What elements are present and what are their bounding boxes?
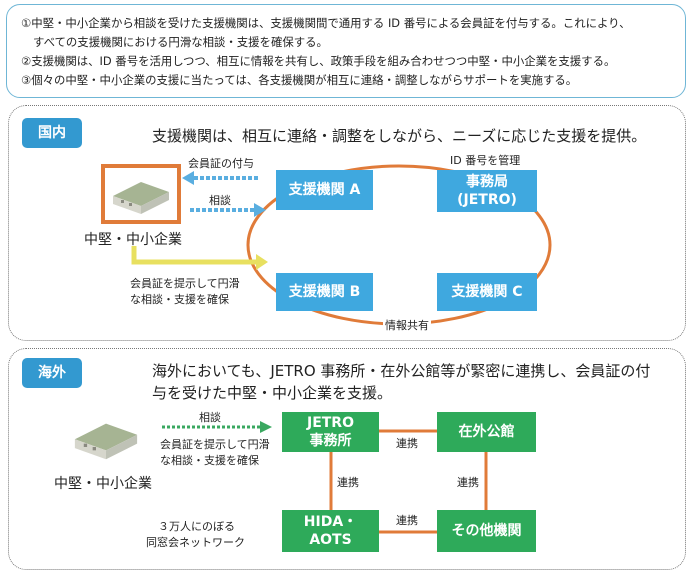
overseas-tab: 海外 bbox=[22, 358, 82, 388]
arrow-consult bbox=[190, 203, 266, 217]
label-consult: 相談 bbox=[209, 194, 231, 207]
box-hida-aots[interactable]: HIDA・ AOTS bbox=[282, 510, 379, 552]
box-support-b[interactable]: 支援機関 B bbox=[276, 273, 373, 311]
building-icon bbox=[74, 423, 138, 460]
intro-line-3: ③個々の中堅・中小企業の支援に当たっては、各支援機関が相互に連絡・調整しながらサ… bbox=[21, 73, 578, 87]
label-link-bottom: 連携 bbox=[396, 514, 418, 527]
box-embassy[interactable]: 在外公館 bbox=[437, 412, 536, 452]
arrow-overseas-consult bbox=[162, 421, 272, 433]
domestic-lead: 支援機関は、相互に連絡・調整をしながら、ニーズに応じた支援を提供。 bbox=[152, 127, 647, 145]
box-support-a[interactable]: 支援機関 A bbox=[276, 170, 373, 210]
domestic-tab: 国内 bbox=[22, 118, 82, 148]
overseas-section bbox=[8, 348, 686, 570]
label-overseas-consult: 相談 bbox=[199, 411, 221, 424]
intro-line-2: ②支援機関は、ID 番号を活用しつつ、相互に情報を共有し、政策手段を組み合わせつ… bbox=[21, 54, 616, 68]
domestic-section bbox=[8, 105, 686, 341]
overseas-show-card-note-1: 会員証を提示して円滑 bbox=[160, 438, 270, 451]
building-icon bbox=[113, 182, 169, 214]
overseas-show-card-note-2: な相談・支援を確保 bbox=[160, 454, 259, 467]
label-link-right: 連携 bbox=[457, 476, 479, 489]
intro-box: ①中堅・中小企業から相談を受けた支援機関は、支援機関間で通用する ID 番号によ… bbox=[6, 4, 686, 98]
network-note-1: ３万人にのぼる bbox=[158, 520, 235, 533]
intro-line-1: ①中堅・中小企業から相談を受けた支援機関は、支援機関間で通用する ID 番号によ… bbox=[21, 16, 631, 30]
box-secretariat[interactable]: 事務局 (JETRO) bbox=[437, 170, 537, 212]
overseas-lead-2: 与を受けた中堅・中小企業を支援。 bbox=[152, 384, 393, 402]
label-link-top: 連携 bbox=[396, 437, 418, 450]
show-card-note-2: な相談・支援を確保 bbox=[130, 293, 229, 306]
show-card-note-1: 会員証を提示して円滑 bbox=[130, 277, 240, 290]
overseas-company-label: 中堅・中小企業 bbox=[54, 476, 152, 492]
overseas-lead-1: 海外においても、JETRO 事務所・在外公館等が緊密に連携し、会員証の付 bbox=[152, 362, 651, 380]
overseas-company-image bbox=[66, 407, 146, 467]
network-note-2: 同窓会ネットワーク bbox=[146, 536, 245, 549]
arrow-show-card bbox=[131, 246, 268, 270]
label-link-left: 連携 bbox=[337, 476, 359, 489]
arrow-member-card bbox=[182, 171, 258, 185]
box-support-c[interactable]: 支援機関 C bbox=[437, 273, 537, 311]
box-other-orgs[interactable]: その他機関 bbox=[437, 510, 536, 552]
label-info-share: 情報共有 bbox=[383, 318, 431, 334]
intro-line-1-cont: すべての支援機関における円滑な相談・支援を確保する。 bbox=[33, 35, 328, 49]
domestic-company-image bbox=[101, 164, 181, 224]
label-id-manage: ID 番号を管理 bbox=[450, 154, 521, 167]
label-member-card: 会員証の付与 bbox=[188, 157, 254, 170]
box-jetro-office[interactable]: JETRO 事務所 bbox=[282, 412, 379, 452]
domestic-company-label: 中堅・中小企業 bbox=[84, 232, 182, 248]
